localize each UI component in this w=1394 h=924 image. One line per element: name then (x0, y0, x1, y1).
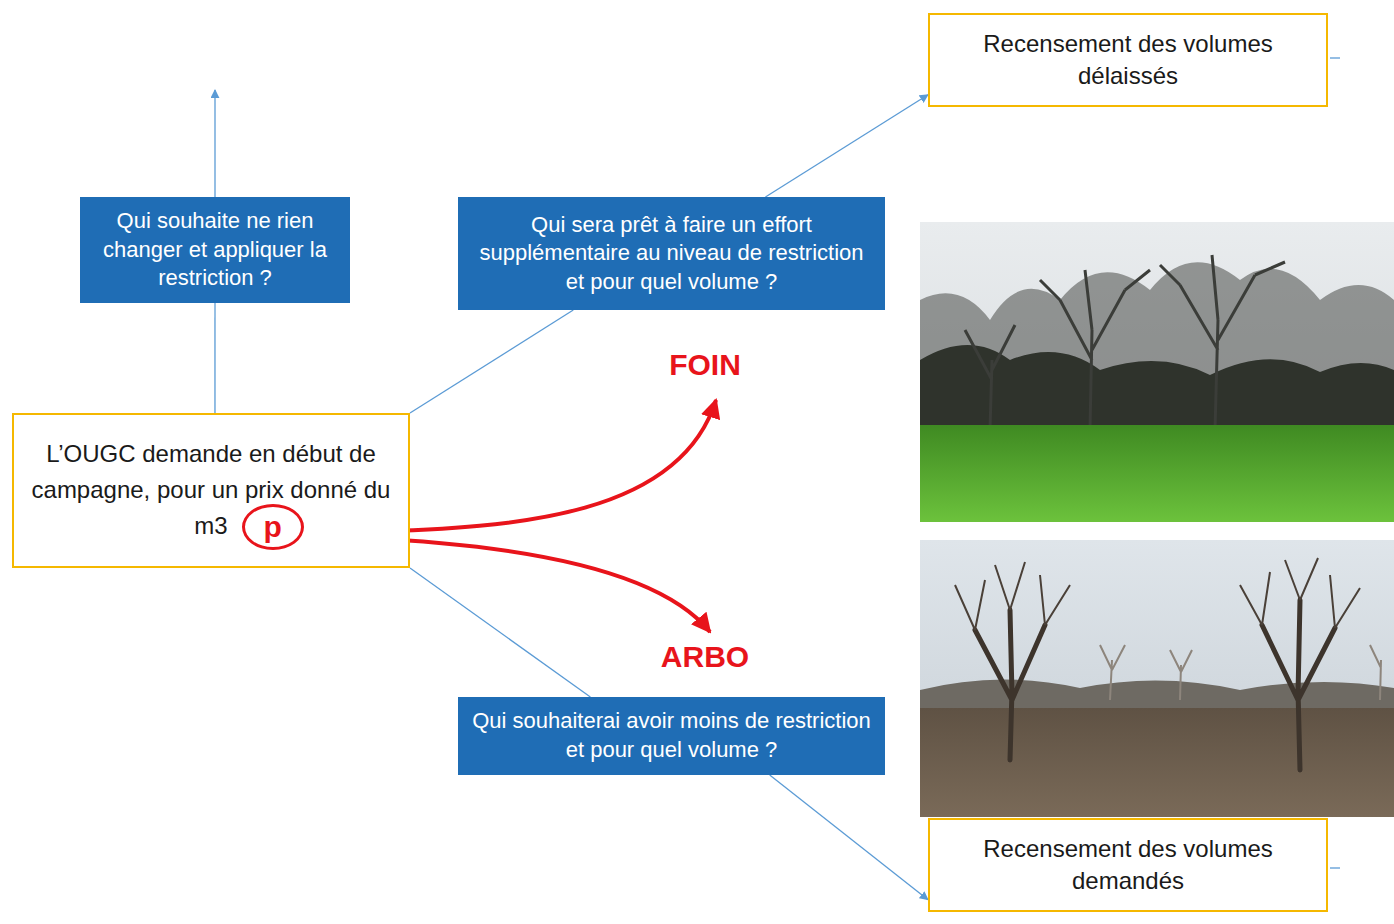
line-stub (1330, 57, 1340, 58)
twigs (955, 558, 1360, 630)
field-photo (920, 222, 1394, 522)
connector (410, 310, 573, 413)
node-text: p (245, 512, 301, 542)
fruit-trees (975, 600, 1335, 770)
price-arrow (364, 538, 710, 632)
price-arrow (364, 400, 716, 532)
node-text: Qui sera prêt à faire un effort suppléme… (468, 211, 875, 297)
node-text: Qui souhaiterai avoir moins de restricti… (468, 707, 875, 764)
result-box: Recensement des volumes demandés (928, 818, 1328, 912)
node-text: Recensement des volumes délaissés (940, 28, 1316, 93)
question-box: Qui sera prêt à faire un effort suppléme… (458, 197, 885, 310)
question-box: Qui souhaite ne rien changer et applique… (80, 197, 350, 303)
tree-rows (920, 679, 1394, 712)
orchard-soil (920, 708, 1394, 817)
meadow (920, 425, 1394, 522)
crop-label: FOIN (669, 348, 741, 382)
connector (770, 775, 928, 900)
connector (214, 303, 215, 413)
sky (920, 540, 1394, 817)
result-box: Recensement des volumes délaissés (928, 13, 1328, 107)
node-text: L’OUGC demande en début de campagne, pou… (22, 436, 400, 544)
line-stub (1330, 867, 1340, 868)
node-text: Qui souhaite ne rien changer et applique… (90, 207, 340, 293)
distant-trees (1100, 645, 1381, 700)
sky (920, 222, 1394, 522)
open-arrow (214, 90, 215, 197)
request-box: L’OUGC demande en début de campagne, pou… (12, 413, 410, 568)
connector (410, 568, 590, 697)
question-box: Qui souhaiterai avoir moins de restricti… (458, 697, 885, 775)
crop-label: ARBO (661, 640, 749, 674)
orchard-photo (920, 540, 1394, 817)
price-circle: p (242, 504, 304, 550)
bare-trees (965, 255, 1285, 430)
connector (765, 95, 928, 197)
node-text: Recensement des volumes demandés (940, 833, 1316, 898)
